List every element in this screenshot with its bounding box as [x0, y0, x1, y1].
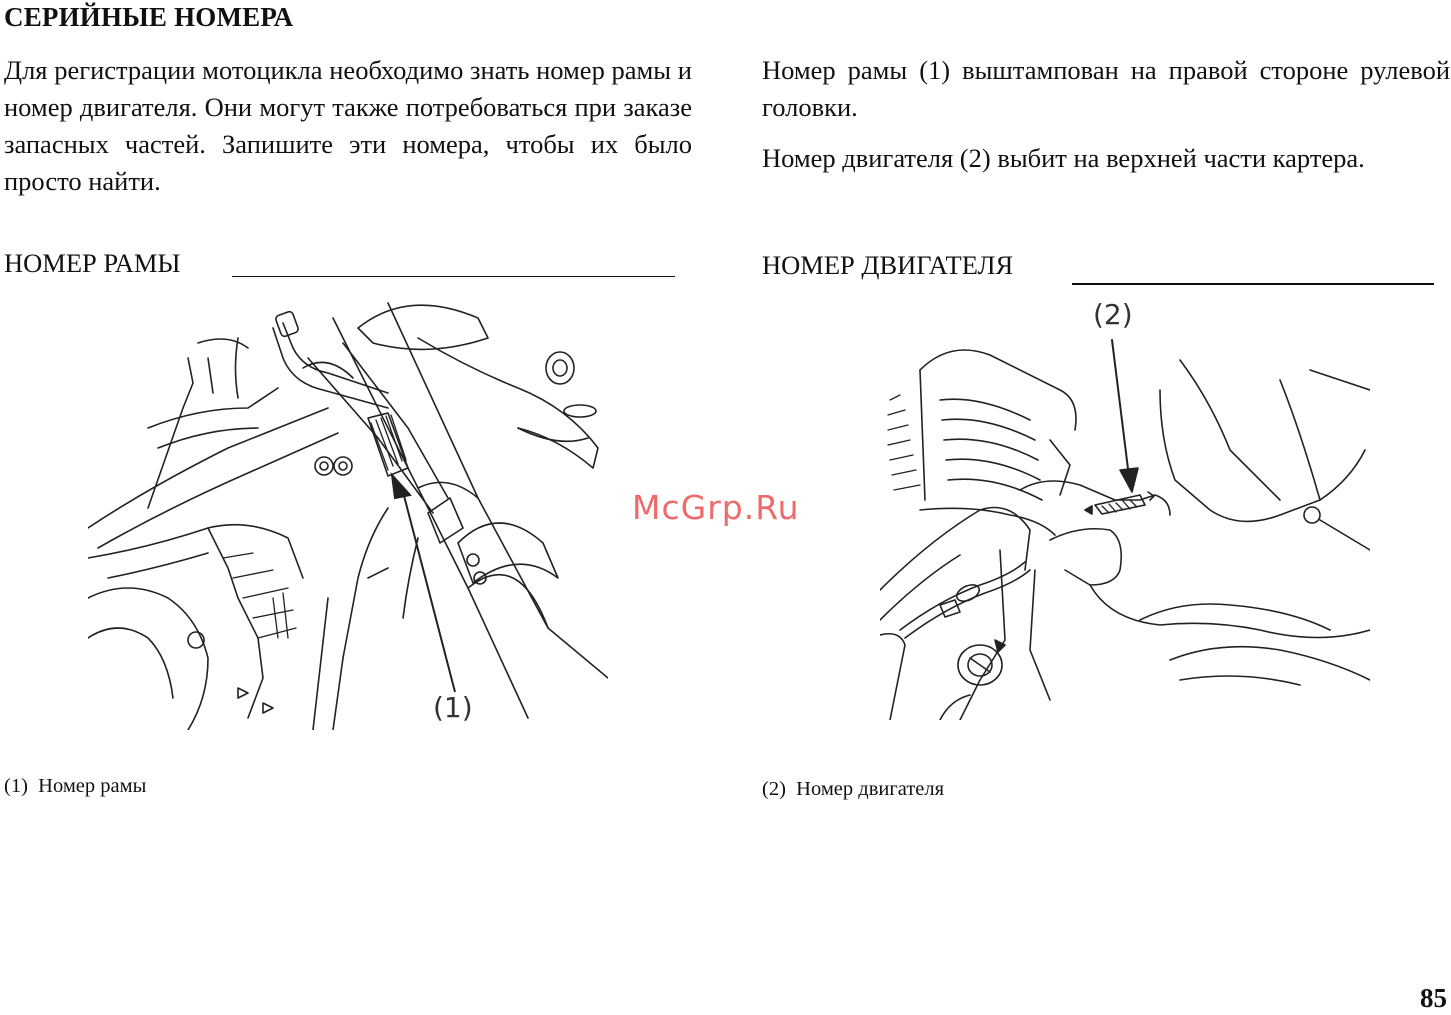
frame-number-callout-arrow — [380, 470, 480, 700]
frame-number-callout: (1) — [433, 691, 473, 724]
engine-number-callout: (2) — [1093, 298, 1133, 331]
engine-figure-caption: (2) Номер двигателя — [762, 778, 945, 800]
engine-number-label: НОМЕР ДВИГАТЕЛЯ — [762, 250, 1014, 280]
engine-number-paragraph: Номер двигателя (2) выбит на верхней час… — [762, 143, 1365, 173]
frame-steering-head-illustration — [88, 298, 608, 730]
watermark: McGrp.Ru — [632, 488, 800, 527]
frame-number-paragraph: Номер рамы (1) выштампован на правой сто… — [762, 55, 1450, 122]
intro-paragraph: Для регистрации мотоцикла необходимо зна… — [4, 55, 692, 196]
page-number: 85 — [1420, 983, 1447, 1013]
frame-figure-caption: (1) Номер рамы — [4, 775, 147, 797]
engine-number-blank-line — [1072, 283, 1434, 285]
page-title: СЕРИЙНЫЕ НОМЕРА — [4, 2, 294, 32]
frame-number-blank-line — [232, 276, 675, 277]
frame-number-label: НОМЕР РАМЫ — [4, 248, 181, 278]
engine-crankcase-illustration — [880, 300, 1370, 720]
